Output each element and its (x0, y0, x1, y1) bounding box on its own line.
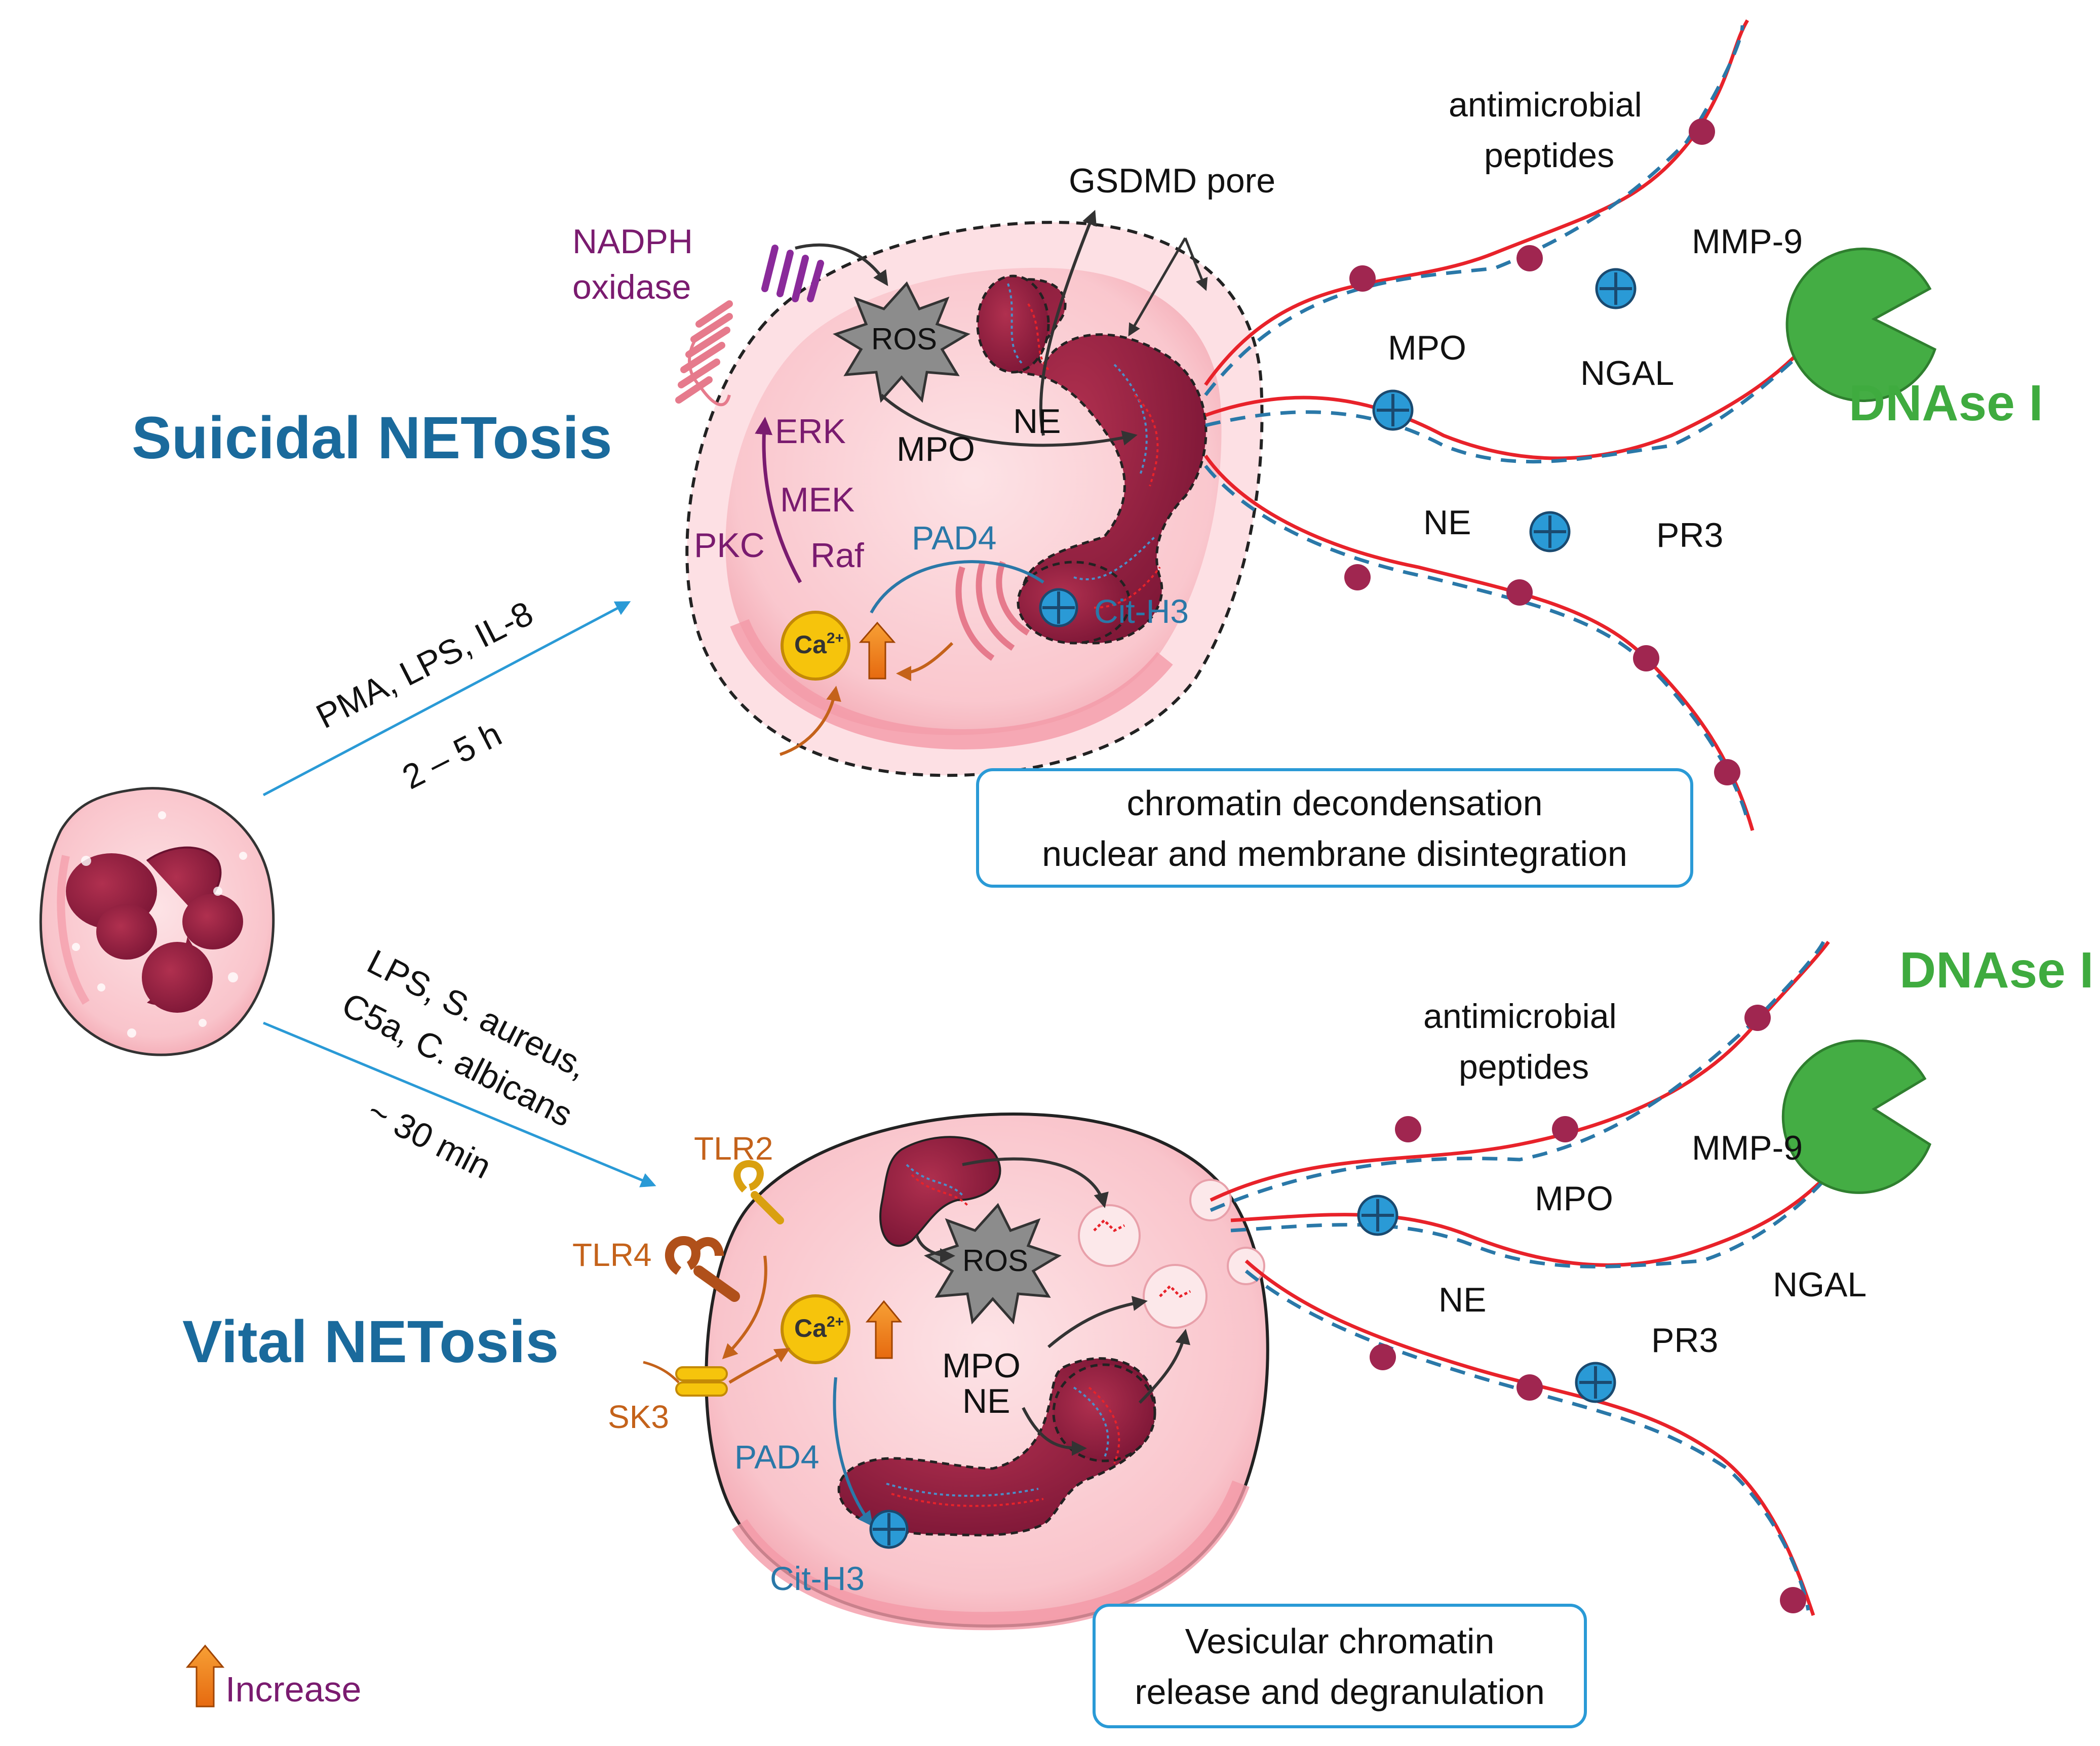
increase-arrow-icon (185, 1644, 225, 1708)
suicidal-dnase-pacman-icon (1785, 247, 1937, 402)
vital-mpo-net-label: MPO (1535, 1179, 1613, 1218)
gsdmd-label: GSDMD pore (1069, 162, 1275, 200)
suicidal-net-granules (1344, 118, 1740, 785)
vital-net-strands (1210, 940, 1876, 1616)
vital-stimuli-labels: LPS, S. aureus, C5a, C. albicans ~ 30 mi… (336, 942, 594, 1186)
pkc-label: PKC (694, 526, 765, 565)
suicidal-cell: NADPH oxidase ROS GSDMD pore NE MPO ERK … (572, 162, 1275, 777)
suicidal-netosis-title: Suicidal NETosis (132, 405, 612, 471)
vital-ne-net-label: NE (1438, 1281, 1486, 1319)
nadph-oxidase-icon (675, 245, 824, 407)
suicidal-stimulus-arrow (262, 601, 631, 797)
suicidal-ros-label: ROS (871, 322, 937, 356)
vital-netosis-title: Vital NETosis (182, 1308, 559, 1375)
suicidal-net-plus-icons (1372, 268, 1637, 552)
vital-mpo-label: MPO (942, 1346, 1021, 1385)
vital-dnase-pacman-icon (1781, 1039, 1932, 1194)
mek-label: MEK (780, 481, 854, 519)
suicidal-increase-arrow-icon (859, 621, 896, 680)
suicidal-cith3-label: Cit-H3 (1094, 592, 1189, 630)
raf-label: Raf (810, 536, 864, 575)
suicidal-ne-net-label: NE (1423, 503, 1471, 542)
suicidal-time-label: 2 – 5 h (396, 715, 508, 797)
sk3-channel-icon (643, 1361, 728, 1397)
vital-time-label: ~ 30 min (361, 1092, 497, 1186)
nadph-label-line1: NADPH (572, 222, 693, 261)
suicidal-mpo-net-label: MPO (1388, 329, 1466, 367)
tlr4-label: TLR4 (572, 1237, 652, 1273)
vital-info-box: Vesicular chromatin release and degranul… (1093, 1604, 1587, 1728)
vital-amp-line1: antimicrobial (1423, 997, 1617, 1036)
suicidal-net-strands (1204, 19, 1845, 831)
vital-ca-label: Ca2+ (794, 1314, 844, 1342)
suicidal-amp-line2: peptides (1484, 136, 1614, 175)
suicidal-mmp9-label: MMP-9 (1692, 222, 1803, 261)
sk3-label: SK3 (608, 1399, 669, 1435)
vital-cith3-plus-icon (869, 1510, 909, 1549)
suicidal-box-line1: chromatin decondensation (1126, 783, 1542, 823)
vital-net-granules (1370, 1005, 1806, 1613)
vital-vesicles (1078, 1179, 1265, 1329)
suicidal-ne-label: NE (1013, 402, 1061, 441)
suicidal-stimuli-label: PMA, LPS, IL-8 (310, 594, 539, 736)
suicidal-dnase-label: DNAse I (1849, 375, 2043, 431)
vital-stimulus-arrow (263, 1021, 656, 1187)
vital-net-plus-icons (1357, 1195, 1616, 1403)
resting-neutrophil (39, 787, 275, 1056)
suicidal-ngal-label: NGAL (1580, 354, 1674, 392)
vital-pr3-label: PR3 (1651, 1321, 1718, 1360)
tlr4-receptor-icon (665, 1236, 740, 1302)
vital-ros-label: ROS (962, 1244, 1028, 1278)
vital-box-line2: release and degranulation (1135, 1672, 1545, 1712)
ros-star-icon (924, 1203, 1062, 1325)
suicidal-cith3-plus-icon (1039, 588, 1078, 627)
suicidal-box-line2: nuclear and membrane disintegration (1042, 834, 1627, 874)
suicidal-amp-line1: antimicrobial (1449, 86, 1642, 124)
erk-label: ERK (775, 412, 846, 451)
vital-dnase-label: DNAse I (1899, 942, 2093, 999)
vital-ne-label: NE (962, 1382, 1010, 1420)
legend-increase: Increase (185, 1644, 361, 1709)
vital-amp-line2: peptides (1459, 1048, 1589, 1086)
suicidal-info-box: chromatin decondensation nuclear and mem… (976, 768, 1693, 888)
nadph-label-line2: oxidase (572, 268, 691, 306)
ros-star-icon (833, 281, 970, 403)
suicidal-pr3-label: PR3 (1656, 516, 1723, 554)
suicidal-ca-label: Ca2+ (794, 630, 844, 659)
suicidal-pad4-label: PAD4 (912, 519, 997, 557)
endoplasmic-reticulum (955, 561, 1030, 661)
tlr2-label: TLR2 (694, 1130, 773, 1167)
suicidal-mpo-label: MPO (897, 430, 975, 468)
calcium-circle-icon (781, 611, 850, 681)
vital-increase-arrow-icon (865, 1300, 903, 1359)
tlr2-receptor-icon (733, 1160, 784, 1224)
vital-ngal-label: NGAL (1773, 1265, 1866, 1304)
vital-cith3-label: Cit-H3 (770, 1560, 865, 1597)
vital-cell: ROS MPO NE Ca2+ PAD4 Cit-H3 TLR2 (572, 1112, 1269, 1631)
vital-box-line1: Vesicular chromatin (1185, 1621, 1495, 1661)
calcium-circle-icon (781, 1294, 850, 1364)
vital-mmp9-label: MMP-9 (1692, 1129, 1803, 1167)
resting-nucleus (66, 846, 243, 1013)
vital-pad4-label: PAD4 (734, 1438, 820, 1476)
legend-increase-label: Increase (225, 1670, 361, 1709)
